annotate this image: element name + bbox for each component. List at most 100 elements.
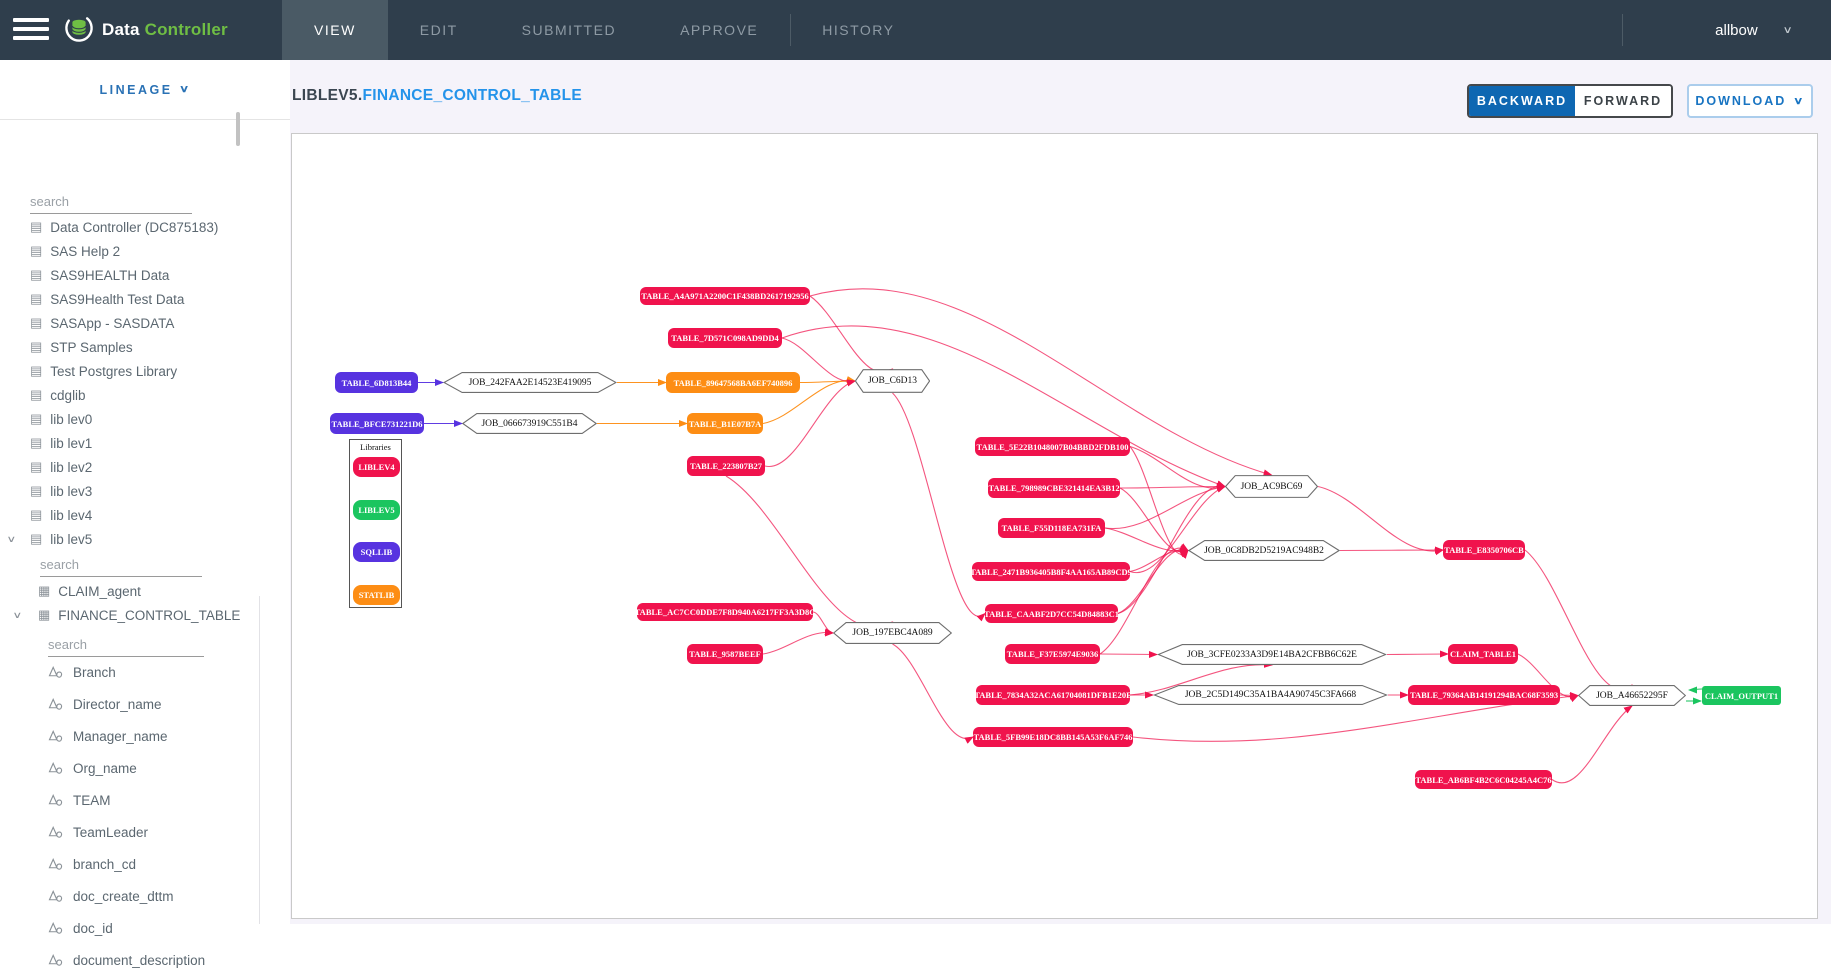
char-column-icon [48,729,63,742]
char-column-icon [48,697,63,710]
app-logo[interactable]: Data Controller [64,13,228,46]
table-node-TABLE_79364AB14191294BAC68F3593[interactable]: TABLE_79364AB14191294BAC68F3593 [1408,685,1560,705]
table-node-CLAIM_OUTPUT1[interactable]: CLAIM_OUTPUT1 [1702,686,1781,705]
menu-icon[interactable] [13,18,49,42]
job-node-JOB_AC9BC69[interactable]: JOB_AC9BC69 [1225,475,1318,498]
tab-approve[interactable]: APPROVE [680,22,759,38]
table-node-TABLE_E8350706CB[interactable]: TABLE_E8350706CB [1443,540,1525,560]
sidebar-column-manager_name[interactable]: Manager_name [0,720,282,752]
item-label: FINANCE_CONTROL_TABLE [58,607,241,623]
sidebar-library-sas9health-test-data[interactable]: ▤SAS9Health Test Data [0,287,282,311]
sidebar-table-claim_agent[interactable]: ▦CLAIM_agent [0,579,282,603]
table-node-TABLE_BFCE731221D6[interactable]: TABLE_BFCE731221D6 [330,413,424,434]
forward-button[interactable]: FORWARD [1575,86,1671,116]
sidebar-column-doc_id[interactable]: doc_id [0,912,282,944]
sidebar-column-teamleader[interactable]: TeamLeader [0,816,282,848]
sidebar-column-director_name[interactable]: Director_name [0,688,282,720]
sidebar-library-lib-lev0[interactable]: ▤lib lev0 [0,407,282,431]
table-node-TABLE_6D813B44[interactable]: TABLE_6D813B44 [335,372,418,393]
sidebar-library-sasapp---sasdata[interactable]: ▤SASApp - SASDATA [0,311,282,335]
table-node-TABLE_A4A971A2200C1F438BD2617192956[interactable]: TABLE_A4A971A2200C1F438BD2617192956 [640,287,810,305]
table-node-TABLE_7834A32ACA61704081DFB1E20E[interactable]: TABLE_7834A32ACA61704081DFB1E20E [976,685,1130,705]
legend-title: Libraries [360,442,391,452]
item-label: SASApp - SASDATA [50,315,175,331]
table-node-TABLE_AB6BF4B2C6C04245A4C76[interactable]: TABLE_AB6BF4B2C6C04245A4C76 [1415,770,1552,789]
sidebar-library-lib-lev1[interactable]: ▤lib lev1 [0,431,282,455]
sidebar-scrollbar[interactable] [236,112,240,146]
char-column-icon [48,665,63,678]
sidebar-column-branch_cd[interactable]: branch_cd [0,848,282,880]
table-node-TABLE_CAABF2D7CC54D84883C1[interactable]: TABLE_CAABF2D7CC54D84883C1 [985,604,1118,623]
table-search-input[interactable] [40,553,202,577]
sidebar-library-data-controller-(dc875183)[interactable]: ▤Data Controller (DC875183) [0,215,282,239]
job-node-JOB_A46652295F[interactable]: JOB_A46652295F [1578,685,1686,706]
tab-submitted[interactable]: SUBMITTED [521,22,617,38]
job-node-JOB_066673919C551B4[interactable]: JOB_066673919C551B4 [462,413,597,434]
job-node-JOB_197EBC4A089[interactable]: JOB_197EBC4A089 [833,622,952,644]
library-icon: ▤ [30,387,43,402]
sidebar-library-lib-lev3[interactable]: ▤lib lev3 [0,479,282,503]
user-menu[interactable]: allbow ∨ [1715,0,1792,60]
table-node-TABLE_7D571C098AD9DD4[interactable]: TABLE_7D571C098AD9DD4 [668,328,782,348]
table-node-CLAIM_TABLE1[interactable]: CLAIM_TABLE1 [1448,644,1518,664]
sidebar-table-finance_control_table[interactable]: ∨▦FINANCE_CONTROL_TABLE [0,603,282,627]
table-name[interactable]: FINANCE_CONTROL_TABLE [362,87,583,104]
library-icon: ▤ [30,411,43,426]
job-node-JOB_0C8DB2D5219AC948B2[interactable]: JOB_0C8DB2D5219AC948B2 [1188,540,1340,561]
table-node-TABLE_AC7CC0DDE7F8D940A6217FF3A3D8C[interactable]: TABLE_AC7CC0DDE7F8D940A6217FF3A3D8C [637,603,813,621]
sidebar-library-stp-samples[interactable]: ▤STP Samples [0,335,282,359]
sidebar-library-lib-lev5[interactable]: ∨▤lib lev5 [0,527,282,551]
library-name: LIBLEV5. [292,87,363,104]
job-node-JOB_3CFE0233A3D9E14BA2CFBB6C62E[interactable]: JOB_3CFE0233A3D9E14BA2CFBB6C62E [1157,644,1387,665]
sidebar-library-lib-lev4[interactable]: ▤lib lev4 [0,503,282,527]
table-node-TABLE_223807B27[interactable]: TABLE_223807B27 [687,456,765,476]
sidebar-library-cdglib[interactable]: ▤cdglib [0,383,282,407]
table-node-TABLE_9587BEEF[interactable]: TABLE_9587BEEF [687,644,763,664]
item-label: document_description [73,952,206,968]
table-node-TABLE_F37E5974E9036[interactable]: TABLE_F37E5974E9036 [1005,644,1100,664]
column-list-scrollbar[interactable] [259,596,260,924]
table-node-TABLE_5E22B1048007B04BBD2FDB100[interactable]: TABLE_5E22B1048007B04BBD2FDB100 [975,437,1130,456]
table-node-TABLE_89647568BA6EF740896[interactable]: TABLE_89647568BA6EF740896 [666,372,800,393]
library-icon: ▤ [30,459,43,474]
sidebar-column-org_name[interactable]: Org_name [0,752,282,784]
job-node-JOB_C6D13[interactable]: JOB_C6D13 [855,369,930,393]
sidebar-column-team[interactable]: TEAM [0,784,282,816]
char-column-icon [48,793,63,806]
sidebar-column-document_description[interactable]: document_description [0,944,282,976]
download-button[interactable]: DOWNLOAD ∨ [1687,84,1813,118]
table-list: ▦CLAIM_agent∨▦FINANCE_CONTROL_TABLE [0,579,282,627]
char-column-icon [48,921,63,934]
backward-button[interactable]: BACKWARD [1469,86,1575,116]
table-node-TABLE_798989CBE321414EA3B12[interactable]: TABLE_798989CBE321414EA3B12 [988,478,1120,498]
item-label: TEAM [73,792,111,808]
tab-history[interactable]: HISTORY [822,22,895,38]
char-column-icon [48,857,63,870]
job-node-JOB_242FAA2E14523E419095[interactable]: JOB_242FAA2E14523E419095 [443,372,617,393]
table-icon: ▦ [38,607,51,622]
table-node-TABLE_B1E07B7A[interactable]: TABLE_B1E07B7A [687,413,763,434]
table-node-TABLE_5FB99E18DC8BB145A53F6AF746[interactable]: TABLE_5FB99E18DC8BB145A53F6AF746 [973,727,1133,747]
job-node-JOB_2C5D149C35A1BA4A90745C3FA668[interactable]: JOB_2C5D149C35A1BA4A90745C3FA668 [1153,685,1388,705]
sidebar-library-sas-help-2[interactable]: ▤ SAS Help 2 [0,239,282,263]
item-label: CLAIM_agent [58,583,141,599]
item-label: SAS Help 2 [50,243,121,259]
table-node-TABLE_F55D118EA731FA[interactable]: TABLE_F55D118EA731FA [998,518,1105,538]
sidebar-library-sas9health-data[interactable]: ▤SAS9HEALTH Data [0,263,282,287]
library-search-input[interactable] [30,190,192,214]
app-title: Data Controller [102,20,228,39]
tab-edit[interactable]: EDIT [419,22,458,38]
item-label: lib lev1 [50,435,93,451]
library-icon: ▤ [30,243,43,258]
lineage-mode-dropdown[interactable]: LINEAGE ∨ [0,60,290,120]
sidebar-column-branch[interactable]: Branch [0,656,282,688]
column-search-input[interactable] [48,633,204,657]
chevron-down-icon: ∨ [178,84,193,95]
item-label: doc_create_dttm [73,888,174,904]
table-node-TABLE_2471B936405B8F4AA165AB89CD9[interactable]: TABLE_2471B936405B8F4AA165AB89CD9 [972,562,1130,581]
sidebar-library-lib-lev2[interactable]: ▤lib lev2 [0,455,282,479]
char-column-icon [48,825,63,838]
sidebar-library-test-postgres-library[interactable]: ▤Test Postgres Library [0,359,282,383]
sidebar-column-doc_create_dttm[interactable]: doc_create_dttm [0,880,282,912]
tab-view[interactable]: VIEW [282,0,388,60]
